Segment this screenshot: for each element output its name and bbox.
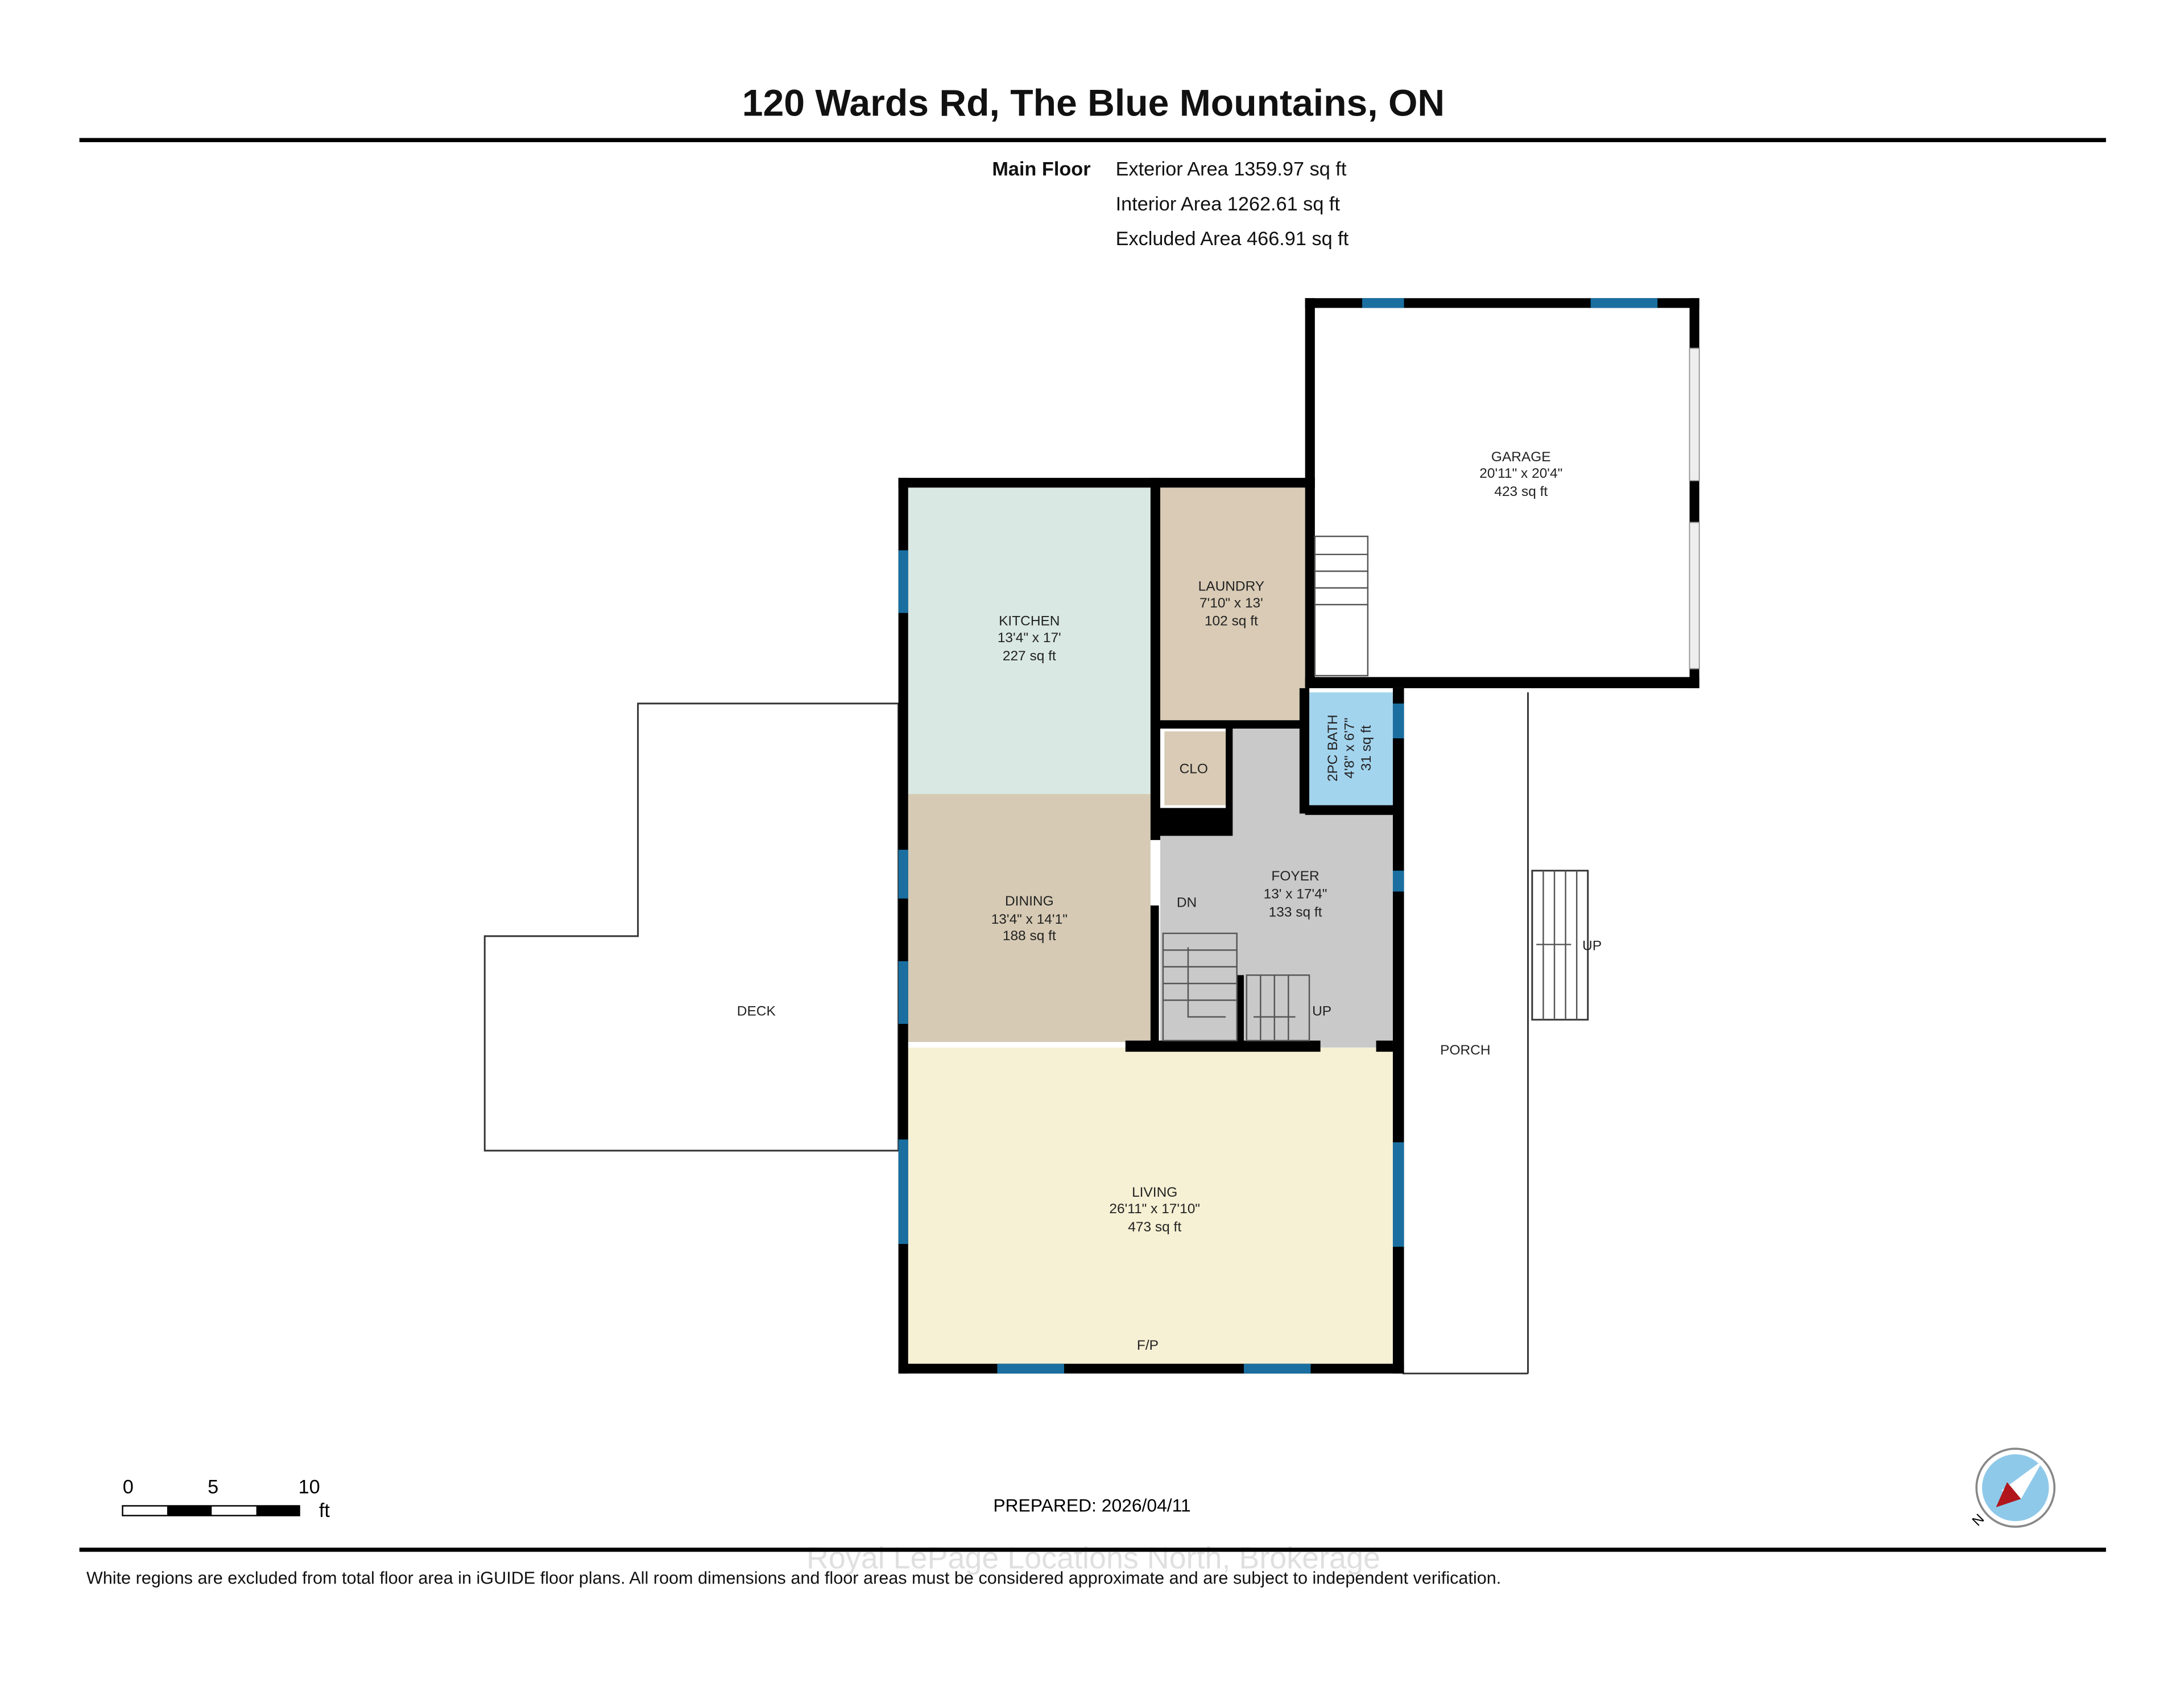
porch-stairs-up: UP: [1582, 938, 1602, 953]
living-name: LIVING: [1132, 1185, 1177, 1200]
garage-door: [1689, 348, 1700, 482]
kitchen-dims: 13'4" x 17': [998, 630, 1061, 646]
scale-tick: 5: [208, 1476, 218, 1498]
garage-door: [1689, 522, 1700, 669]
scale-tick: 0: [123, 1476, 134, 1498]
porch: UP PORCH: [1403, 692, 1602, 1375]
porch-label: PORCH: [1440, 1043, 1490, 1058]
laundry-area: 102 sq ft: [1205, 614, 1258, 629]
kitchen-name: KITCHEN: [999, 614, 1060, 629]
room-garage: [1314, 309, 1690, 677]
laundry-name: LAUNDRY: [1198, 579, 1265, 594]
room-dining: [908, 794, 1151, 1042]
compass-icon: N: [1970, 1448, 2056, 1529]
compass-north-label: N: [1970, 1511, 1988, 1529]
room-closet: [1164, 731, 1226, 805]
excluded-area: Excluded Area 466.91 sq ft: [1116, 228, 1349, 250]
garage-dims: 20'11" x 20'4": [1479, 466, 1562, 481]
foyer-name: FOYER: [1271, 869, 1319, 884]
windows: [898, 298, 1658, 1374]
scale-unit: ft: [319, 1500, 330, 1521]
disclaimer: White regions are excluded from total fl…: [86, 1569, 1501, 1588]
room-labels: GARAGE 20'11" x 20'4" 423 sq ft LAUNDRY …: [991, 449, 1563, 1353]
deck-outline: [483, 702, 900, 1152]
stairs-up: UP: [1312, 1003, 1331, 1019]
laundry-dims: 7'10" x 13': [1199, 596, 1263, 611]
foyer-area: 133 sq ft: [1269, 905, 1322, 920]
garage-area: 423 sq ft: [1494, 484, 1548, 499]
foyer-dims: 13' x 17'4": [1264, 887, 1327, 902]
living-dims: 26'11" x 17'10": [1109, 1201, 1200, 1217]
dining-area: 188 sq ft: [1003, 928, 1056, 944]
room-bath: [1309, 692, 1393, 805]
room-living: [908, 1047, 1393, 1364]
interior-area: Interior Area 1262.61 sq ft: [1116, 193, 1341, 215]
bath-area: 31 sq ft: [1359, 725, 1374, 771]
footer-divider: [79, 1547, 2106, 1552]
garage-stairs: [1314, 535, 1369, 677]
exterior-area: Exterior Area 1359.97 sq ft: [1116, 159, 1347, 180]
fireplace-label: F/P: [1137, 1338, 1159, 1353]
page-title: 120 Wards Rd, The Blue Mountains, ON: [742, 82, 1445, 124]
floor-label: Main Floor: [992, 159, 1090, 180]
room-laundry: [1160, 487, 1305, 721]
bath-dims: 4'8" x 6'7": [1342, 718, 1357, 779]
closet-name: CLO: [1180, 761, 1208, 776]
prepared-date: PREPARED: 2026/04/11: [993, 1495, 1190, 1515]
scale-bar: 0 5 10 ft: [122, 1476, 330, 1521]
area-summary: Main Floor Exterior Area 1359.97 sq ft I…: [992, 159, 1349, 250]
kitchen-area: 227 sq ft: [1003, 648, 1056, 664]
header-divider: [79, 138, 2106, 142]
garage-name: GARAGE: [1491, 449, 1551, 465]
room-kitchen: [908, 487, 1151, 795]
dining-dims: 13'4" x 14'1": [991, 912, 1068, 927]
scale-tick: 10: [299, 1476, 320, 1498]
living-area: 473 sq ft: [1128, 1219, 1181, 1235]
stairs-down: DN: [1177, 895, 1197, 910]
dining-name: DINING: [1005, 894, 1054, 909]
deck-label: DECK: [737, 1003, 776, 1019]
foyer-stairs: [1162, 932, 1310, 1041]
bath-name: 2PC BATH: [1325, 714, 1341, 782]
watermark: Royal LePage Locations North, Brokerage: [806, 1541, 1380, 1576]
